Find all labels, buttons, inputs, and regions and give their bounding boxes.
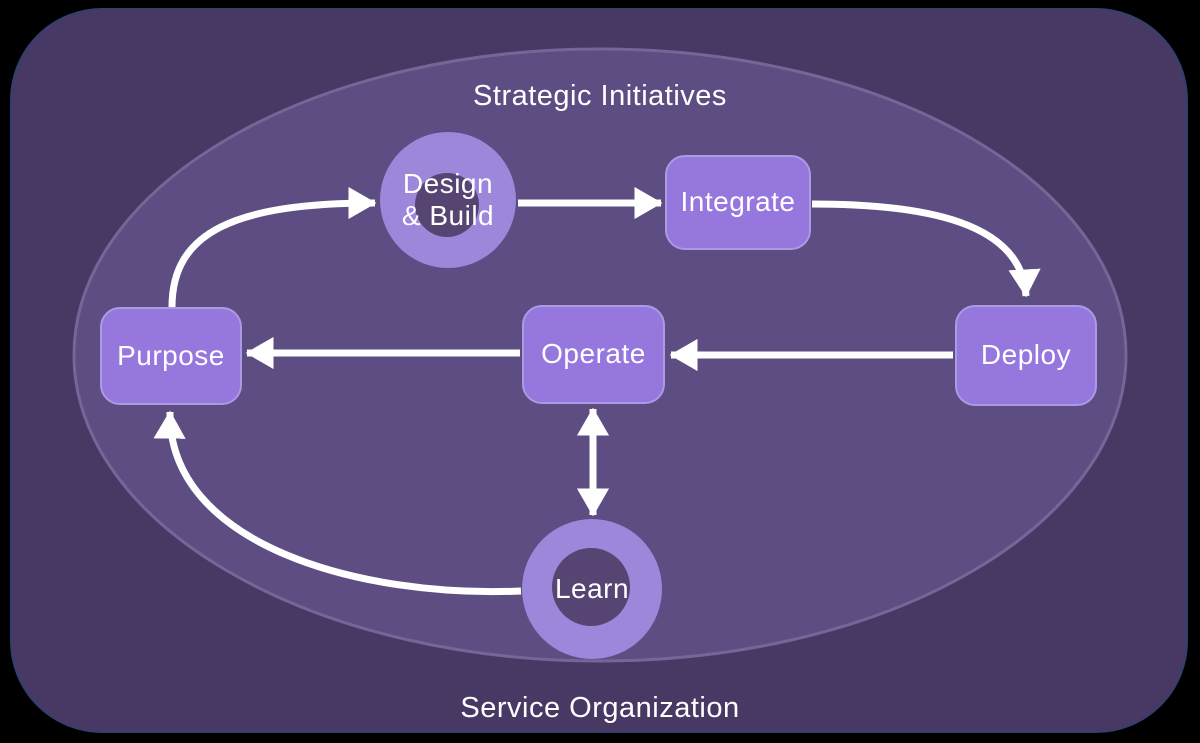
arrow-purpose-to-design-build [168, 186, 377, 308]
node-learn-label: Learn [554, 572, 630, 604]
node-deploy-label: Deploy [980, 339, 1072, 371]
design-build-line-1: Design [402, 167, 494, 199]
node-integrate: Integrate [665, 155, 811, 250]
design-build-donut-hole [415, 173, 479, 237]
node-integrate-label: Integrate [680, 186, 796, 218]
node-design-build: Design & Build [380, 132, 516, 268]
node-design-build-label: Design & Build [402, 168, 494, 232]
service-organization-label: Service Organization [460, 692, 740, 724]
node-operate: Operate [522, 305, 665, 404]
learn-donut-hole [552, 548, 630, 626]
arrow-integrate-to-deploy [811, 200, 1041, 298]
node-deploy: Deploy [955, 305, 1097, 406]
strategic-initiatives-label: Strategic Initiatives [473, 80, 727, 112]
node-purpose-label: Purpose [117, 339, 225, 371]
arrow-learn-to-purpose [153, 410, 522, 596]
node-operate-label: Operate [541, 338, 646, 370]
design-build-line-2: & Build [401, 200, 495, 231]
node-purpose: Purpose [100, 307, 242, 405]
node-learn: Learn [522, 519, 662, 659]
